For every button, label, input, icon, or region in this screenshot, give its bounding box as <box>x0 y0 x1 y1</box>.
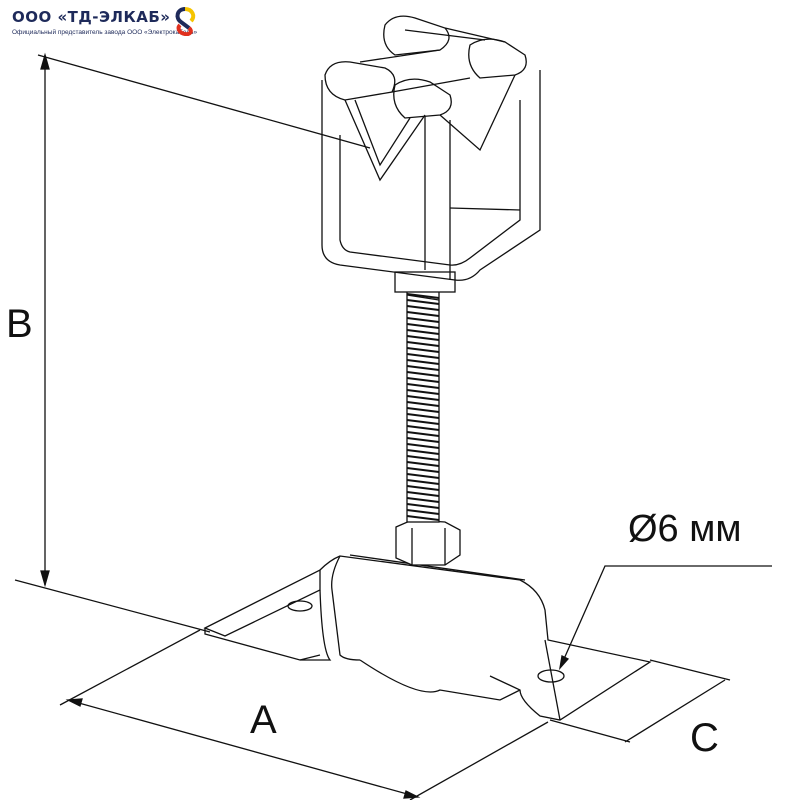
dimension-a-label: A <box>250 698 277 742</box>
thread-line <box>406 401 440 407</box>
thread-line <box>406 341 440 347</box>
dimension-c-label: C <box>690 716 719 760</box>
thread-line <box>406 419 440 425</box>
thread-line <box>406 503 440 509</box>
thread-line <box>406 353 440 359</box>
thread-line <box>406 335 440 341</box>
thread-line <box>406 413 440 419</box>
thread-line <box>406 515 440 521</box>
dimension-b-label: B <box>6 302 33 346</box>
thread-line <box>406 437 440 443</box>
thread-line <box>406 371 440 377</box>
thread-line <box>406 365 440 371</box>
hex-nut <box>395 519 461 566</box>
base-plate <box>203 554 652 721</box>
thread-line <box>406 311 440 317</box>
thread-line <box>406 317 440 323</box>
thread-line <box>406 467 440 473</box>
thread-line <box>406 293 440 299</box>
hole-diameter-label: Ø6 мм <box>628 508 742 550</box>
cable-clamp <box>321 15 541 281</box>
dimension-c <box>549 659 731 743</box>
thread-line <box>406 455 440 461</box>
thread-line <box>406 485 440 491</box>
hole-leader <box>558 565 772 671</box>
thread-line <box>406 395 440 401</box>
thread-line <box>406 383 440 389</box>
thread-line <box>406 359 440 365</box>
thread-line <box>406 473 440 479</box>
rod-threads <box>406 293 440 521</box>
thread-line <box>406 389 440 395</box>
thread-line <box>406 323 440 329</box>
thread-line <box>406 443 440 449</box>
logo-subtitle: Официальный представитель завода ООО «Эл… <box>12 29 198 36</box>
dimension-a <box>59 629 549 800</box>
thread-line <box>406 479 440 485</box>
upper-nut <box>394 271 456 293</box>
thread-line <box>406 407 440 413</box>
dimension-b <box>14 52 371 633</box>
thread-line <box>406 299 440 305</box>
logo-title: ООО «ТД-ЭЛКАБ» <box>12 8 171 26</box>
thread-line <box>406 329 440 335</box>
logo-mark-icon <box>175 7 196 36</box>
thread-line <box>406 497 440 503</box>
thread-line <box>406 425 440 431</box>
thread-line <box>406 431 440 437</box>
thread-line <box>406 377 440 383</box>
thread-line <box>406 461 440 467</box>
thread-line <box>406 509 440 515</box>
thread-line <box>406 449 440 455</box>
company-logo: ООО «ТД-ЭЛКАБ» Официальный представитель… <box>12 8 197 36</box>
thread-line <box>406 347 440 353</box>
thread-line <box>406 491 440 497</box>
thread-line <box>406 305 440 311</box>
